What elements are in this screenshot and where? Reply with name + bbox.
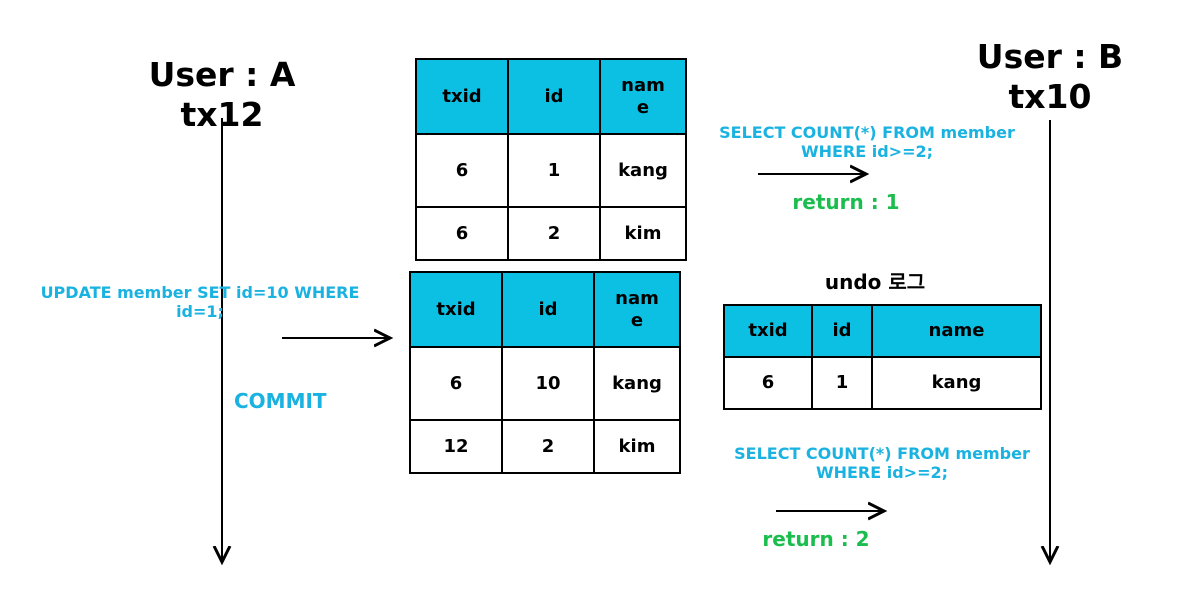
table-cell: 1 [507,133,601,208]
user-a-tx: tx12 [180,95,264,134]
user-b-title: User : B [976,37,1124,76]
select-query-1-text: SELECT COUNT(*) FROM member WHERE id>=2; [719,123,1015,161]
return-1-text: return : 1 [792,190,900,214]
table-before-header-txid: txid [415,58,509,135]
table-cell: kim [593,419,681,474]
table-after-header-id: id [501,271,595,348]
table-cell: 6 [409,346,503,421]
undo-header-id: id [811,304,873,358]
table-row: 6 10 kang [409,346,681,421]
table-row: 6 1 kang [415,133,687,208]
commit-text: COMMIT [234,389,327,413]
update-query-text: UPDATE member SET id=10 WHERE id=1; [40,283,360,321]
table-cell: kang [593,346,681,421]
table-cell: kang [599,133,687,208]
table-after-header-name: name [593,271,681,348]
table-cell: 10 [501,346,595,421]
user-a-title: User : A [148,55,296,94]
table-cell: 6 [723,356,813,410]
undo-log-title: undo 로그 [824,270,926,294]
table-before: txid id name 6 1 kang 6 2 kim [415,58,687,261]
table-cell: kang [871,356,1042,410]
table-row: 6 2 kim [415,206,687,261]
return-2-text: return : 2 [762,527,870,551]
undo-table: txid id name 6 1 kang [723,304,1042,410]
select-query-2-text: SELECT COUNT(*) FROM member WHERE id>=2; [734,444,1030,482]
table-cell: 6 [415,133,509,208]
user-b-tx: tx10 [1008,77,1092,116]
undo-header-txid: txid [723,304,813,358]
table-cell: 1 [811,356,873,410]
table-row: 6 1 kang [723,356,1042,410]
table-cell: 2 [507,206,601,261]
table-after: txid id name 6 10 kang 12 2 kim [409,271,681,474]
table-cell: 12 [409,419,503,474]
table-cell: kim [599,206,687,261]
table-after-header-txid: txid [409,271,503,348]
table-cell: 6 [415,206,509,261]
table-before-header-name: name [599,58,687,135]
table-row: 12 2 kim [409,419,681,474]
table-before-header-id: id [507,58,601,135]
table-cell: 2 [501,419,595,474]
undo-header-name: name [871,304,1042,358]
